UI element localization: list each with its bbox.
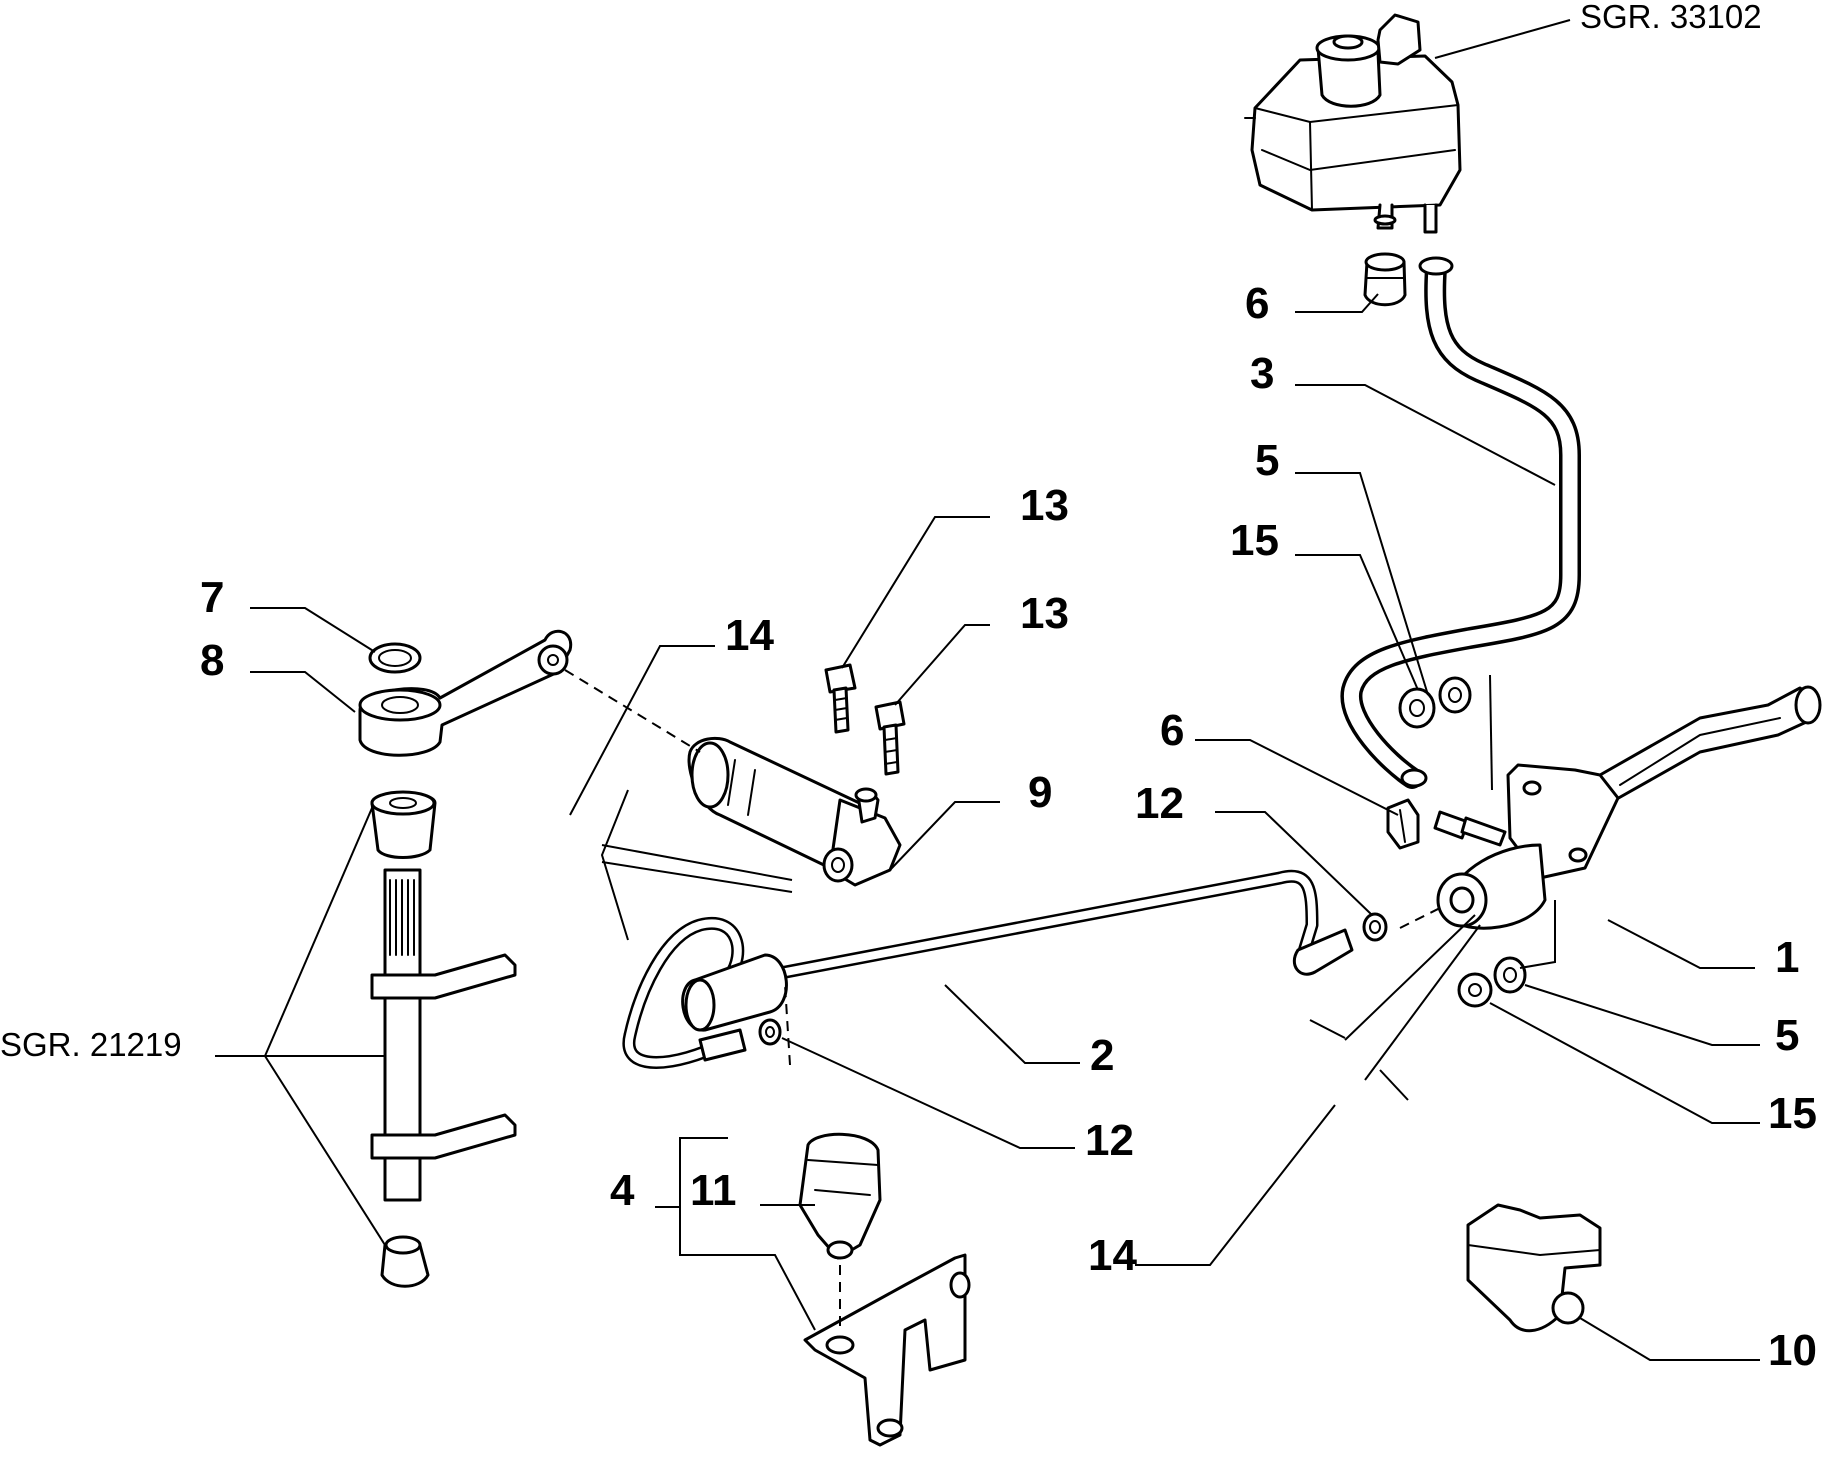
bushing-15-lower <box>1457 972 1493 1008</box>
hose-3 <box>1340 256 1581 789</box>
callout-5-upper: 5 <box>1255 436 1279 485</box>
callout-1: 1 <box>1775 933 1799 982</box>
callout-11: 11 <box>690 1166 737 1215</box>
bolt-small <box>1433 810 1507 847</box>
bolt-13-b <box>874 700 906 776</box>
callout-12-left: 12 <box>1085 1116 1134 1165</box>
clutch-slave-cylinder <box>687 736 902 887</box>
spacer-5-upper <box>1438 676 1472 714</box>
callout-10: 10 <box>1768 1326 1817 1375</box>
bracket-clip-10 <box>1466 1203 1602 1333</box>
hose-clamp-6-mid <box>1386 798 1420 850</box>
callout-15-upper: 15 <box>1230 516 1279 565</box>
callout-14-top: 14 <box>725 611 774 660</box>
release-lever-8 <box>358 629 573 757</box>
clutch-master-cylinder <box>1436 685 1822 930</box>
callout-2: 2 <box>1090 1031 1114 1080</box>
fluid-reservoir <box>1244 13 1462 234</box>
callout-6-mid: 6 <box>1160 706 1184 755</box>
seal-12-right <box>1362 912 1388 942</box>
spacer-5-lower <box>1493 956 1527 994</box>
hydraulic-pipe-2 <box>622 869 1354 1069</box>
callout-8: 8 <box>200 636 224 685</box>
callout-5-lower: 5 <box>1775 1011 1799 1060</box>
callout-4: 4 <box>610 1166 635 1215</box>
callout-13-a: 13 <box>1020 481 1069 530</box>
shift-shaft-assembly <box>370 790 517 1288</box>
callout-9: 9 <box>1028 768 1052 817</box>
bracket-clip-11 <box>798 1132 882 1260</box>
callout-7: 7 <box>200 573 224 622</box>
callout-labels: SGR. 33102 SGR. 21219 6 3 5 15 13 13 14 … <box>0 0 1817 1375</box>
assembly-dashed-lines <box>564 669 1441 1330</box>
callout-14-bottom: 14 <box>1088 1231 1137 1280</box>
callout-15-lower: 15 <box>1768 1089 1817 1138</box>
hose-clamp-6-top <box>1363 252 1407 307</box>
reference-sgr-33102: SGR. 33102 <box>1580 0 1762 35</box>
callout-3: 3 <box>1250 349 1274 398</box>
callout-12-right: 12 <box>1135 779 1184 828</box>
callout-13-b: 13 <box>1020 589 1069 638</box>
callout-6-top: 6 <box>1245 279 1269 328</box>
leader-lines <box>215 19 1760 1361</box>
reference-sgr-21219: SGR. 21219 <box>0 1026 182 1063</box>
bolt-13-a <box>824 663 857 734</box>
circlip-7 <box>368 642 422 674</box>
bracket-4 <box>803 1253 971 1447</box>
seal-12-left <box>758 1018 782 1046</box>
